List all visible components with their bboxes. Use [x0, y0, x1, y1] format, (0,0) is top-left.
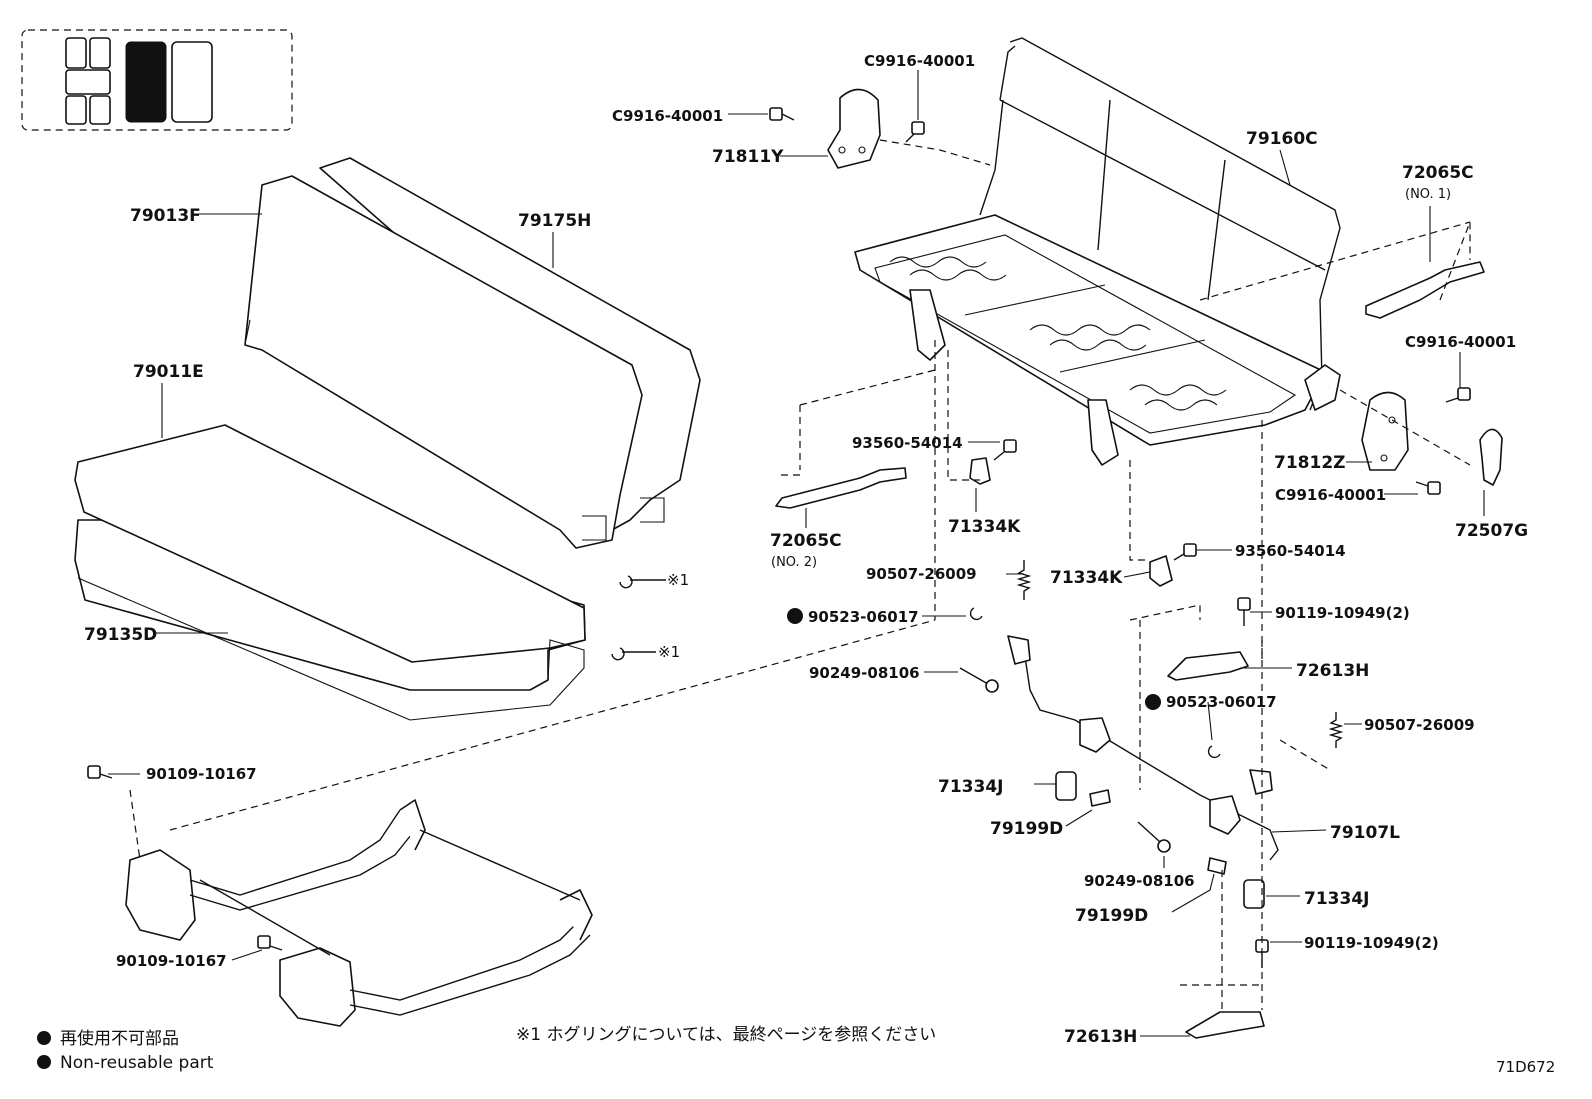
seat-locator-box: [21, 29, 293, 131]
hog-ring-icon: [611, 575, 666, 661]
figure-code: 71D672: [1496, 1058, 1555, 1076]
screw-icon: [87, 107, 1471, 968]
bracket-71334k: [969, 457, 1173, 587]
label-90249-08106: 90249-08106: [1084, 872, 1195, 890]
label-72065C-no2: 72065C: [770, 531, 842, 551]
leader-lines: [108, 70, 1485, 1037]
label-79175H: 79175H: [518, 211, 591, 231]
label-90109-10167: 90109-10167: [146, 765, 257, 783]
plate-72613h: [1167, 651, 1265, 1039]
label-90119-10949: 90119-10949(2): [1304, 934, 1439, 952]
label-90119-10949: 90119-10949(2): [1275, 604, 1410, 622]
label-71334K: 71334K: [948, 517, 1021, 537]
label-79011E: 79011E: [133, 362, 204, 382]
label-72613H: 72613H: [1064, 1027, 1137, 1047]
label-71334K: 71334K: [1050, 568, 1123, 588]
label-C9916-40001: C9916-40001: [864, 52, 975, 70]
e-ring-icon: [969, 607, 1221, 759]
hinge-cover-71812z: [1361, 391, 1409, 471]
label-93560-54014: 93560-54014: [1235, 542, 1346, 560]
label-71334J: 71334J: [1304, 889, 1369, 909]
label-90523-06017: 90523-06017: [1166, 693, 1277, 711]
label-79135D: 79135D: [84, 625, 157, 645]
label-79199D: 79199D: [990, 819, 1063, 839]
seat-back-cushion: [244, 157, 701, 549]
label-72065C-no1-sub: (NO. 1): [1405, 187, 1451, 202]
label-90507-26009: 90507-26009: [1364, 716, 1475, 734]
label-72613H: 72613H: [1296, 661, 1369, 681]
legend: 再使用不可部品 Non-reusable part: [37, 1028, 214, 1073]
clip-79199d: [1089, 789, 1227, 875]
label-hog-ring-ref: ※1: [658, 643, 680, 661]
label-79107L: 79107L: [1330, 823, 1400, 843]
label-71812Z: 71812Z: [1274, 453, 1345, 473]
label-72507G: 72507G: [1455, 521, 1528, 541]
seat-strap: [775, 261, 1485, 509]
hinge-cover-71811y: [827, 88, 881, 169]
label-71334J: 71334J: [938, 777, 1003, 797]
label-90523-06017: 90523-06017: [808, 608, 919, 626]
bushing-71334j: [1055, 771, 1265, 909]
seat-leg-frame: [125, 799, 593, 1027]
label-C9916-40001: C9916-40001: [1275, 486, 1386, 504]
legend-jp: 再使用不可部品: [60, 1028, 179, 1049]
label-hog-ring-ref: ※1: [667, 571, 689, 589]
label-72065C-no1: 72065C: [1402, 163, 1474, 183]
label-C9916-40001: C9916-40001: [1405, 333, 1516, 351]
guide-lines: [129, 139, 1471, 1010]
non-reusable-marker: [787, 608, 1161, 710]
linkage-rod-79107l: [1007, 635, 1279, 861]
label-90507-26009: 90507-26009: [866, 565, 977, 583]
release-lever-72507g: [1479, 428, 1503, 486]
label-90249-08106: 90249-08106: [809, 664, 920, 682]
label-71811Y: 71811Y: [712, 147, 784, 167]
label-79199D: 79199D: [1075, 906, 1148, 926]
label-79013F: 79013F: [130, 206, 201, 226]
label-79160C: 79160C: [1246, 129, 1318, 149]
label-90109-10167: 90109-10167: [116, 952, 227, 970]
seat-frame: [854, 37, 1341, 466]
legend-en: Non-reusable part: [60, 1053, 214, 1073]
label-C9916-40001: C9916-40001: [612, 107, 723, 125]
label-93560-54014: 93560-54014: [852, 434, 963, 452]
pin-icon: [959, 667, 1171, 853]
hog-ring-note: ※1 ホグリングについては、最終ページを参照ください: [516, 1025, 936, 1045]
seat-cushion: [74, 424, 586, 721]
spring-icon: [1016, 560, 1344, 748]
label-72065C-no2-sub: (NO. 2): [771, 555, 817, 570]
